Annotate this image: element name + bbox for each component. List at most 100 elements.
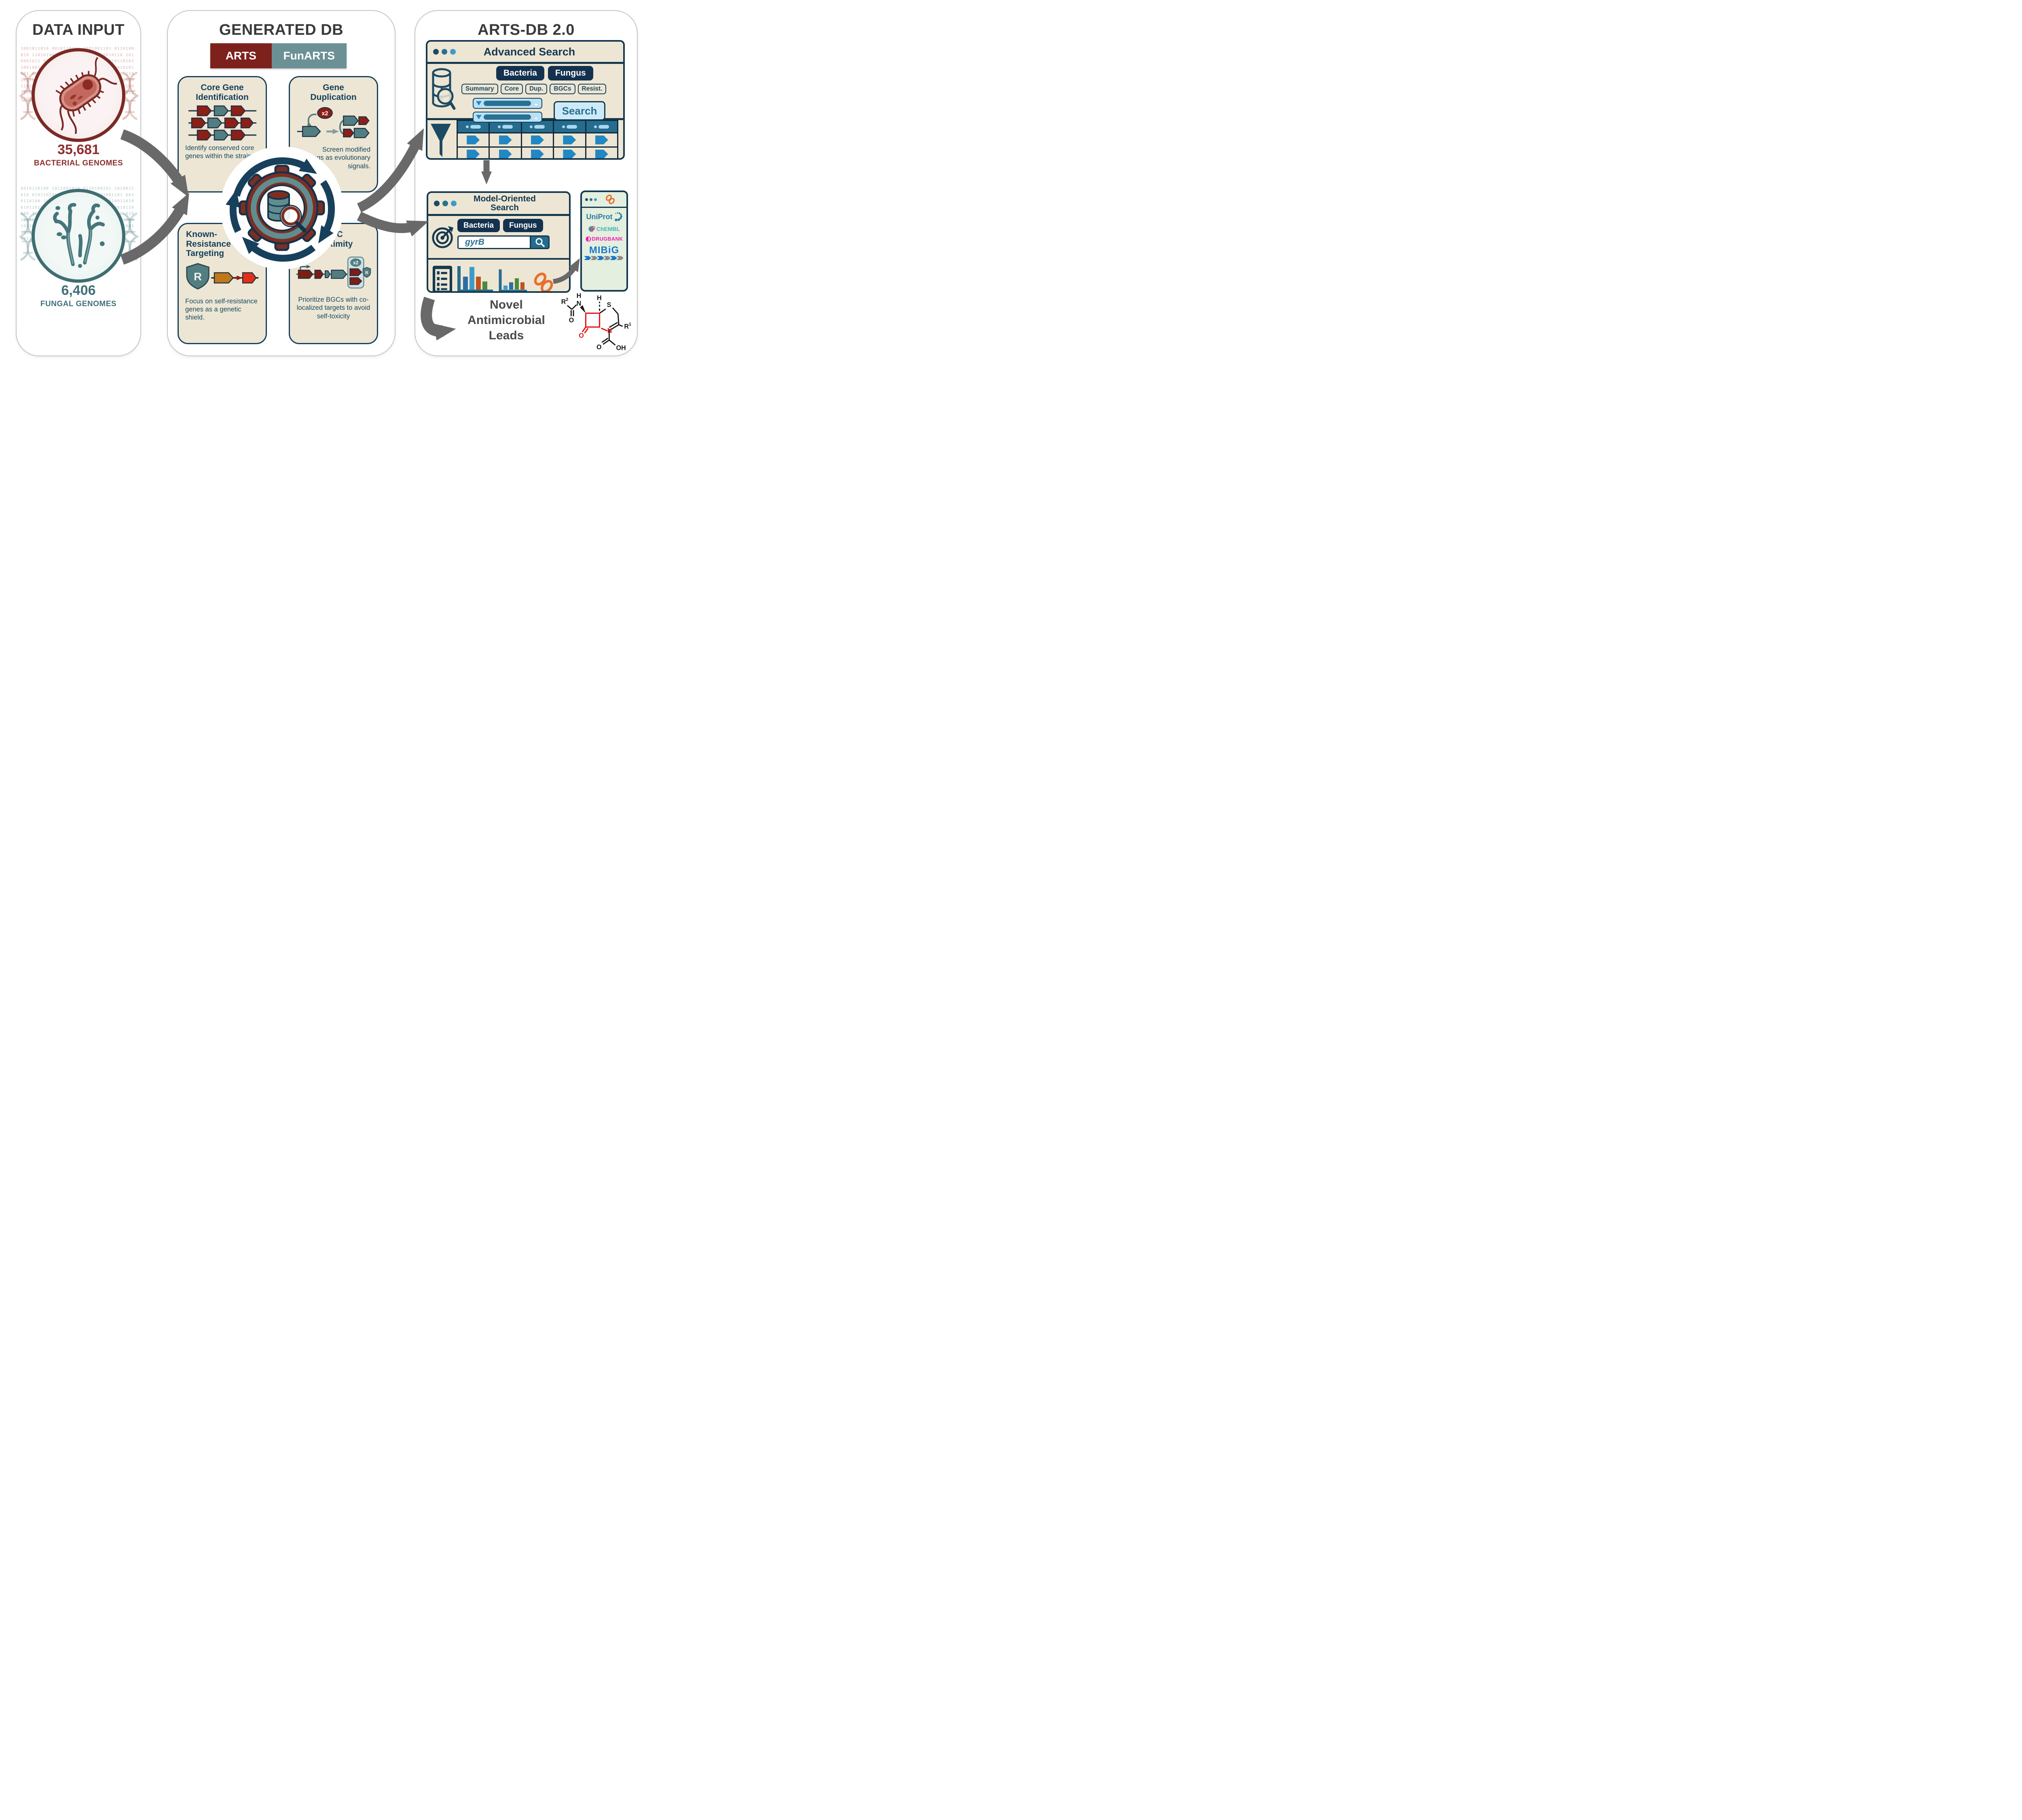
tab-core[interactable]: Core [500,84,523,94]
table-cell[interactable] [586,133,617,146]
mol-r2-sup: 2 [566,297,568,302]
table-cell[interactable] [522,148,553,158]
chevron-down-icon: ⌄ [533,99,539,107]
table-cell[interactable] [458,133,489,146]
fungus-icon [53,203,105,268]
adv-search-button[interactable]: Search [554,101,605,121]
advanced-search-window: Advanced Search Bacteria Fungus [426,40,625,160]
mol-n-ring: N [607,327,612,334]
mibig-logo[interactable]: MIBiG [584,245,624,263]
mibig-arrows-icon [584,256,624,260]
mol-oh: OH [616,345,626,352]
table-cell[interactable] [522,133,553,146]
shield-r-letter: R [194,270,202,282]
panel-data-input: DATA INPUT 1001011010 0010110101 1001001… [16,10,141,356]
adv-bacteria-button[interactable]: Bacteria [496,66,544,80]
model-search-button[interactable] [531,235,550,249]
database-gear-emblem [220,146,343,269]
outcome-text: Novel Antimicrobial Leads [458,297,555,343]
model-bacteria-button[interactable]: Bacteria [457,219,500,232]
mol-o-lactam: O [579,332,584,339]
window-dot-icon [590,198,592,201]
window-dot-icon [451,201,457,206]
model-query-input[interactable]: gyrB [457,235,531,249]
filter-dropdown-1[interactable]: ⌄ [473,98,542,109]
window-dots [585,198,597,201]
advanced-search-titlebar: Advanced Search [427,42,623,64]
table-header-cell[interactable] [586,121,617,132]
checklist-icon [432,266,453,291]
window-dot-icon [433,49,439,55]
mol-s: S [607,301,611,309]
mol-o-acid: O [596,344,602,351]
known-resistance-box: Known-Resistance Targeting R Focus on se… [178,223,267,344]
arts-db-title: ARTS-DB 2.0 [478,21,575,38]
mol-h-amide: H [577,292,582,299]
bacteria-label: BACTERIAL GENOMES [34,159,123,167]
filter-funnel-icon [431,124,451,157]
window-dots [433,49,456,55]
table-cell[interactable] [458,148,489,158]
table-cell[interactable] [554,133,585,146]
external-db-titlebar [582,192,626,208]
database-search-icon [432,68,456,110]
drugbank-label: DRUGBANK [592,236,623,242]
dropdown-value-pill [484,114,531,120]
gene-duplication-title: Gene Duplication [310,83,357,102]
table-cell[interactable] [554,148,585,158]
tab-bgcs[interactable]: BGCs [550,84,575,94]
mol-r1-sup: 1 [629,322,632,327]
database-search-icon [267,190,307,233]
tab-dup[interactable]: Dup. [525,84,548,94]
bacteria-count: 35,681 [57,142,99,157]
window-dot-icon [442,49,447,55]
tab-summary[interactable]: Summary [461,84,498,94]
panel-generated-db: GENERATED DB ARTS FunARTS Core Gene Iden… [167,10,396,356]
window-dots [434,201,457,206]
uniprot-label: UniProt [586,212,613,221]
model-search-titlebar: Model-Oriented Search [428,193,569,216]
resistance-shield-icon: R [184,261,260,295]
outcome-line3: Leads [489,328,524,342]
table-header-cell[interactable] [554,121,585,132]
arts-tab[interactable]: ARTS [210,43,272,68]
panel-arts-db: ARTS-DB 2.0 Advanced Search [415,10,638,356]
filter-dropdown-2[interactable]: ⌄ [473,112,542,123]
chembl-icon [588,226,595,232]
table-header-cell[interactable] [458,121,489,132]
tab-resist[interactable]: Resist. [577,84,607,94]
window-dot-icon [585,198,588,201]
drugbank-logo[interactable]: DRUGBANK [586,236,623,242]
tool-toggle: ARTS FunARTS [210,43,347,68]
results-table [457,120,618,158]
bacterium-icon [55,57,117,134]
drugbank-icon [586,236,591,242]
uniprot-logo[interactable]: UniProt [586,212,622,222]
known-resistance-title: Known-Resistance Targeting [186,230,231,258]
table-header-cell[interactable] [490,121,521,132]
mol-n-amide: N [577,300,582,307]
table-cell[interactable] [490,133,521,146]
table-cell[interactable] [586,148,617,158]
link-icon [605,195,615,204]
mibig-label: MIBiG [589,245,620,256]
x2-badge: x2 [322,110,328,117]
advanced-search-title: Advanced Search [483,45,575,58]
funarts-tab[interactable]: FunARTS [271,43,347,68]
chembl-logo[interactable]: ChEMBL [588,225,620,233]
window-dot-icon [442,201,448,206]
core-genes-icon [184,104,260,142]
adv-fungus-button[interactable]: Fungus [548,66,593,80]
outcome-line1: Novel [490,298,523,311]
dropdown-value-pill [484,101,531,106]
table-header-cell[interactable] [522,121,553,132]
bgc-x2-badge: x2 [353,260,359,265]
window-dot-icon [450,49,456,55]
known-resistance-desc: Focus on self-resistance genes as a gene… [185,297,258,322]
mol-r2: R [561,298,566,306]
generated-db-title: GENERATED DB [219,21,344,38]
core-gene-desc: Identify conserved core genes within the… [185,144,257,160]
dropdown-triangle-icon [476,115,482,119]
model-fungus-button[interactable]: Fungus [503,219,543,232]
table-cell[interactable] [490,148,521,158]
